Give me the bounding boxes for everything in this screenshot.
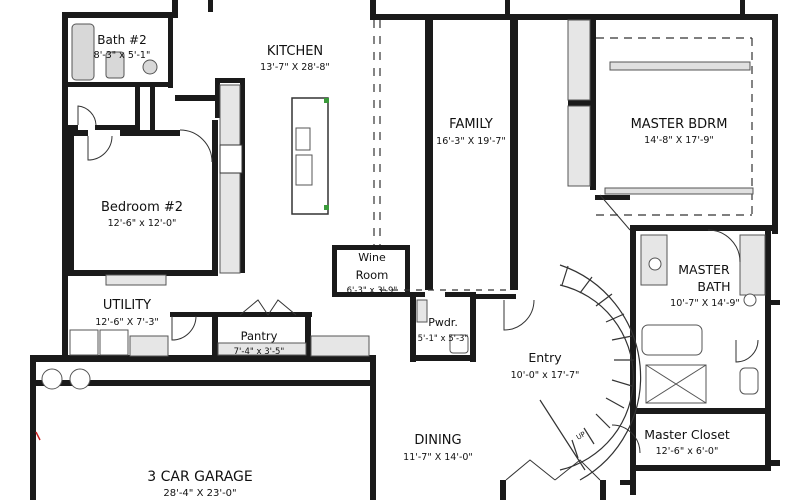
dashed-openings: [373, 20, 753, 291]
pwdr-dims: 5'-1" x 5'-3": [418, 334, 469, 344]
pantry-dims: 7'-4" x 3'-5": [234, 347, 285, 357]
entry-dims: 10'-0" x 17'-7": [511, 370, 580, 381]
dining-name: DINING: [414, 433, 461, 448]
water-heater-icon-2: [69, 368, 91, 390]
master-bdrm-name: MASTER BDRM: [631, 117, 728, 132]
family-name: FAMILY: [449, 117, 493, 132]
water-heater-icon: [41, 368, 63, 390]
island-markers: [324, 98, 329, 210]
dryer-icon: [99, 329, 129, 356]
vanity-sink-icon-2: [743, 293, 757, 307]
wine-room-name-line1: Wine: [358, 251, 386, 264]
master-tub-icon: [641, 324, 703, 356]
kitchen-name: KITCHEN: [267, 44, 323, 59]
wine-room-name-line2: Room: [356, 268, 389, 282]
walls: [30, 0, 780, 500]
cooktop-icon: [219, 144, 243, 174]
stair-up-label: UP: [575, 430, 587, 442]
red-marker: [35, 431, 41, 441]
garage-dims: 28'-4" X 23'-0": [163, 488, 236, 499]
bath2-dims: 8'-3" x 5'-1": [94, 50, 151, 61]
room-labels: Bath #2 8'-3" x 5'-1" KITCHEN 13'-7" X 2…: [94, 33, 740, 499]
master-bath-name-line2: BATH: [697, 279, 730, 294]
master-bdrm-dims: 14'-8" X 17'-9": [644, 135, 714, 146]
pantry-name: Pantry: [241, 329, 278, 343]
master-bath-dims: 10'-7" X 14'-9": [670, 298, 740, 309]
entry-name: Entry: [528, 350, 562, 365]
wine-room-dims: 6'-3" x 3'-9": [347, 286, 398, 296]
bedroom2-name: Bedroom #2: [101, 200, 183, 215]
master-closet-dims: 12'-6" x 6'-0": [656, 446, 719, 457]
island-sink-icon: [295, 127, 311, 151]
utility-dims: 12'-6" X 7'-3": [95, 317, 159, 328]
master-closet-name: Master Closet: [644, 427, 730, 442]
master-bath-name-line1: MASTER: [678, 262, 730, 277]
family-dims: 16'-3" X 19'-7": [436, 136, 506, 147]
spiral-staircase: [539, 264, 642, 481]
sink-icon: [142, 59, 158, 75]
fixtures: [41, 19, 766, 404]
pwdr-name: Pwdr.: [428, 316, 458, 329]
bath2-name: Bath #2: [97, 33, 146, 47]
dining-dims: 11'-7" X 14'-0": [403, 452, 473, 463]
bathtub-icon: [71, 23, 95, 81]
washer-icon: [69, 329, 99, 356]
bedroom2-dims: 12'-6" x 12'-0": [108, 218, 177, 229]
vanity-sink-icon: [648, 257, 662, 271]
pwdr-sink-icon: [449, 334, 469, 354]
garage-name: 3 CAR GARAGE: [147, 469, 253, 485]
kitchen-dims: 13'-7" X 28'-8": [260, 62, 330, 73]
toilet-icon: [105, 51, 125, 79]
master-toilet-icon: [739, 367, 759, 395]
doors: [77, 105, 759, 481]
utility-name: UTILITY: [103, 298, 151, 313]
